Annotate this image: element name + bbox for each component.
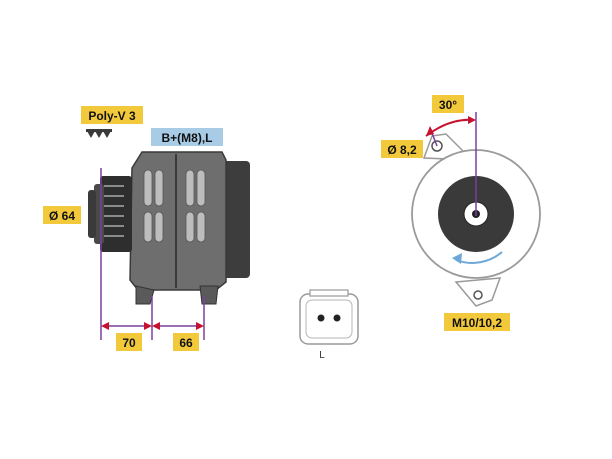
label-terminal: B+(M8),L: [151, 128, 223, 146]
label-dim-front: 70: [116, 333, 142, 351]
cooling-fins: [143, 169, 206, 243]
alternator-side-view: [88, 151, 250, 340]
connector-pin-2: [333, 314, 341, 322]
connector-pin-1: [317, 314, 325, 322]
dimension-arrowheads: [101, 322, 204, 330]
mounting-foot-front: [135, 285, 155, 305]
lower-mount-hole: [473, 290, 483, 300]
alternator-front-view: [411, 112, 541, 307]
poly-v-belt-icon: [86, 129, 112, 138]
svg-text:Ø 8,2: Ø 8,2: [387, 143, 417, 157]
mounting-foot-rear: [199, 285, 219, 305]
svg-text:66: 66: [179, 336, 193, 350]
svg-text:30°: 30°: [439, 98, 457, 112]
pulley: [88, 176, 132, 252]
svg-text:M10/10,2: M10/10,2: [452, 316, 502, 330]
plug-connector: L: [299, 289, 359, 361]
svg-text:70: 70: [122, 336, 136, 350]
svg-text:B+(M8),L: B+(M8),L: [162, 131, 213, 145]
label-belt: Poly-V 3: [81, 106, 143, 124]
dimension-lines-side: [100, 168, 205, 340]
connector-pin-label: L: [319, 350, 325, 361]
label-dim-rear: 66: [173, 333, 199, 351]
label-pulley-diameter: Ø 64: [43, 206, 81, 224]
rotation-arrow-icon: [452, 251, 503, 264]
label-hole-diameter: Ø 8,2: [381, 140, 423, 158]
svg-text:Poly-V 3: Poly-V 3: [88, 109, 136, 123]
label-mount-bolt: M10/10,2: [444, 313, 510, 331]
label-angle: 30°: [432, 95, 464, 113]
svg-text:Ø 64: Ø 64: [49, 209, 75, 223]
